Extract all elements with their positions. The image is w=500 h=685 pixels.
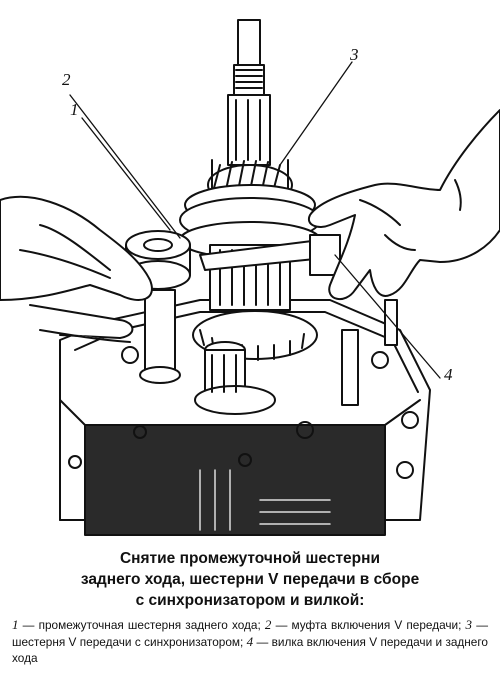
left-hand [0,195,153,343]
right-hand [307,109,500,300]
gearbox-housing [59,299,431,536]
callout-4: 4 [444,365,453,384]
gearbox-drawing [0,19,500,536]
legend-number: 1 [12,617,19,632]
callout-2: 2 [62,70,71,89]
countershaft [194,341,276,415]
legend-item: 4 — вилка включения V передачи и заднего… [12,633,488,666]
callout-3: 3 [350,45,359,64]
caption-title-line: с синхронизатором и вилкой: [135,592,365,609]
caption-title-line: заднего хода, шестерни V передачи в сбор… [80,571,420,588]
legend-item: 2 — муфта включения V передачи; [264,617,462,632]
legend-number: 4 [246,633,254,649]
lower-gear [199,469,331,531]
figure-legend: 1 — промежуточная шестерня заднего хода;… [12,617,488,667]
legend-text: муфта включения V передачи; [291,618,462,632]
legend-number: 2 [264,617,272,632]
callout-1: 1 [70,100,79,119]
legend-text: промежуточная шестерня заднего хода; [38,618,261,632]
legend-item: 3 — шестерня V передачи с синхронизаторо… [12,617,488,649]
shift-fork [199,234,398,406]
caption-title-line: Снятие промежуточной шестерни [119,550,381,567]
legend-number: 3 [465,617,473,632]
figure-caption-title: Снятие промежуточной шестерни заднего хо… [40,548,460,611]
legend-item: 1 — промежуточная шестерня заднего хода; [12,617,261,632]
leader-lines [69,61,441,379]
legend-text: шестерня V передачи с синхронизатором; [12,634,244,649]
technical-illustration: 2 1 3 4 [0,19,500,536]
main-shaft [227,19,271,166]
legend-text: вилка включения V передачи и заднего ход… [12,634,488,666]
